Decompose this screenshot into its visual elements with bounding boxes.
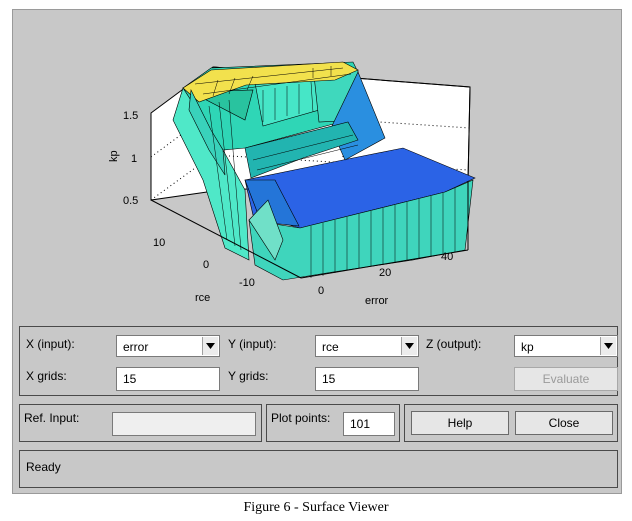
- status-text: Ready: [26, 460, 61, 474]
- chevron-down-icon[interactable]: [600, 337, 616, 355]
- x-axis-label: error: [365, 295, 389, 307]
- z-tick-label: 1.5: [123, 110, 138, 122]
- evaluate-button[interactable]: Evaluate: [514, 367, 618, 391]
- x-tick-label: 0: [318, 285, 324, 297]
- y-axis-label: rce: [195, 292, 210, 304]
- plot-points-panel: Plot points: 101: [266, 404, 400, 442]
- x-grids-label: X grids:: [26, 369, 67, 383]
- z-tick-label: 0.5: [123, 195, 138, 207]
- plot-points-value: 101: [350, 417, 371, 431]
- y-grids-value: 15: [322, 372, 336, 386]
- surface-mesh: [172, 61, 476, 281]
- axis-selection-panel: X (input): error Y (input): rce Z (outpu…: [19, 326, 618, 396]
- z-axis-label: kp: [108, 150, 120, 162]
- y-input-label: Y (input):: [228, 337, 277, 351]
- y-input-select[interactable]: rce: [315, 335, 419, 357]
- chevron-down-icon[interactable]: [401, 337, 417, 355]
- x-tick-label: 40: [441, 251, 453, 263]
- y-tick-label: 0: [203, 259, 209, 271]
- z-tick-label: 1: [131, 153, 137, 165]
- y-grids-field[interactable]: 15: [315, 367, 419, 391]
- y-grids-label: Y grids:: [228, 369, 269, 383]
- action-buttons-panel: Help Close: [404, 404, 618, 442]
- plot-box-front: [150, 181, 469, 279]
- x-grids-field[interactable]: 15: [116, 367, 220, 391]
- y-input-value: rce: [322, 340, 339, 354]
- ref-input-field[interactable]: [112, 412, 256, 436]
- ref-input-label: Ref. Input:: [24, 411, 80, 425]
- surface-viewer-window: 1.5 1 0.5 kp 10 0 -10 rce 0 20 40 error …: [12, 9, 622, 494]
- ref-input-panel: Ref. Input:: [19, 404, 262, 442]
- figure-caption: Figure 6 - Surface Viewer: [243, 500, 389, 515]
- x-grids-value: 15: [123, 372, 137, 386]
- x-input-select[interactable]: error: [116, 335, 220, 357]
- chevron-down-icon[interactable]: [202, 337, 218, 355]
- y-tick-label: -10: [239, 277, 255, 289]
- surface-plot[interactable]: 1.5 1 0.5 kp 10 0 -10 rce 0 20 40 error: [13, 10, 623, 315]
- y-tick-label: 10: [153, 237, 165, 249]
- z-output-value: kp: [521, 340, 534, 354]
- plot-points-field[interactable]: 101: [343, 412, 395, 436]
- x-tick-label: 20: [379, 267, 391, 279]
- plot-points-label: Plot points:: [271, 411, 331, 425]
- close-button[interactable]: Close: [515, 411, 613, 435]
- z-output-label: Z (output):: [426, 337, 482, 351]
- help-button[interactable]: Help: [411, 411, 509, 435]
- z-output-select[interactable]: kp: [514, 335, 618, 357]
- x-input-label: X (input):: [26, 337, 75, 351]
- x-input-value: error: [123, 340, 149, 354]
- status-bar: Ready: [19, 450, 618, 488]
